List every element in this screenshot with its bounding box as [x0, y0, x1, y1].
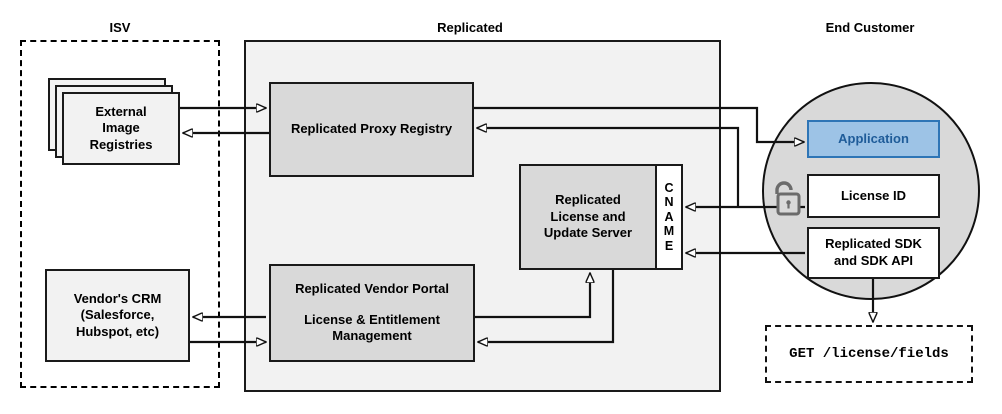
vendor-portal-line1: Replicated Vendor Portal: [295, 281, 449, 297]
cname-letter-e: E: [664, 238, 674, 253]
license-server-line1: Replicated: [555, 192, 621, 208]
application-node[interactable]: Application: [807, 120, 940, 158]
cname-letter-a: A: [664, 209, 674, 224]
vendor-crm-node[interactable]: Vendor's CRM (Salesforce, Hubspot, etc): [45, 269, 190, 362]
column-title-end-customer: End Customer: [825, 20, 915, 35]
external-registries-line2: Image: [102, 120, 140, 136]
application-label: Application: [838, 130, 909, 146]
vendor-portal-line3: Management: [332, 328, 412, 344]
cname-node[interactable]: C N A M E: [655, 164, 683, 270]
proxy-registry-label: Replicated Proxy Registry: [290, 121, 453, 137]
sdk-node[interactable]: Replicated SDK and SDK API: [807, 227, 940, 279]
api-call-label: GET /license/fields: [789, 346, 949, 362]
license-id-label: License ID: [840, 187, 907, 203]
external-registries-line3: Registries: [89, 136, 153, 152]
license-id-node[interactable]: License ID: [807, 174, 940, 218]
sdk-line1: Replicated SDK: [825, 236, 922, 252]
isv-boundary: [20, 40, 220, 388]
external-registries-line1: External: [95, 103, 147, 119]
vendor-crm-line3: Hubspot, etc): [75, 323, 160, 339]
api-call-box: GET /license/fields: [765, 325, 973, 383]
external-registries-node[interactable]: External Image Registries: [62, 92, 180, 165]
cname-letter-c: C: [664, 180, 674, 195]
vendor-portal-node[interactable]: Replicated Vendor Portal License & Entit…: [269, 264, 475, 362]
vendor-portal-line2: License & Entitlement: [304, 311, 440, 327]
sdk-line2: and SDK API: [834, 253, 913, 268]
license-server-line2: License and: [550, 208, 626, 224]
license-server-line3: Update Server: [543, 225, 633, 241]
proxy-registry-node[interactable]: Replicated Proxy Registry: [269, 82, 474, 177]
vendor-crm-line2: (Salesforce,: [80, 307, 155, 323]
cname-letter-m: M: [663, 224, 675, 239]
license-server-node[interactable]: Replicated License and Update Server: [519, 164, 657, 270]
column-title-replicated: Replicated: [437, 20, 503, 35]
column-title-isv: ISV: [109, 20, 131, 35]
vendor-crm-line1: Vendor's CRM: [73, 290, 162, 306]
cname-letter-n: N: [664, 195, 674, 210]
